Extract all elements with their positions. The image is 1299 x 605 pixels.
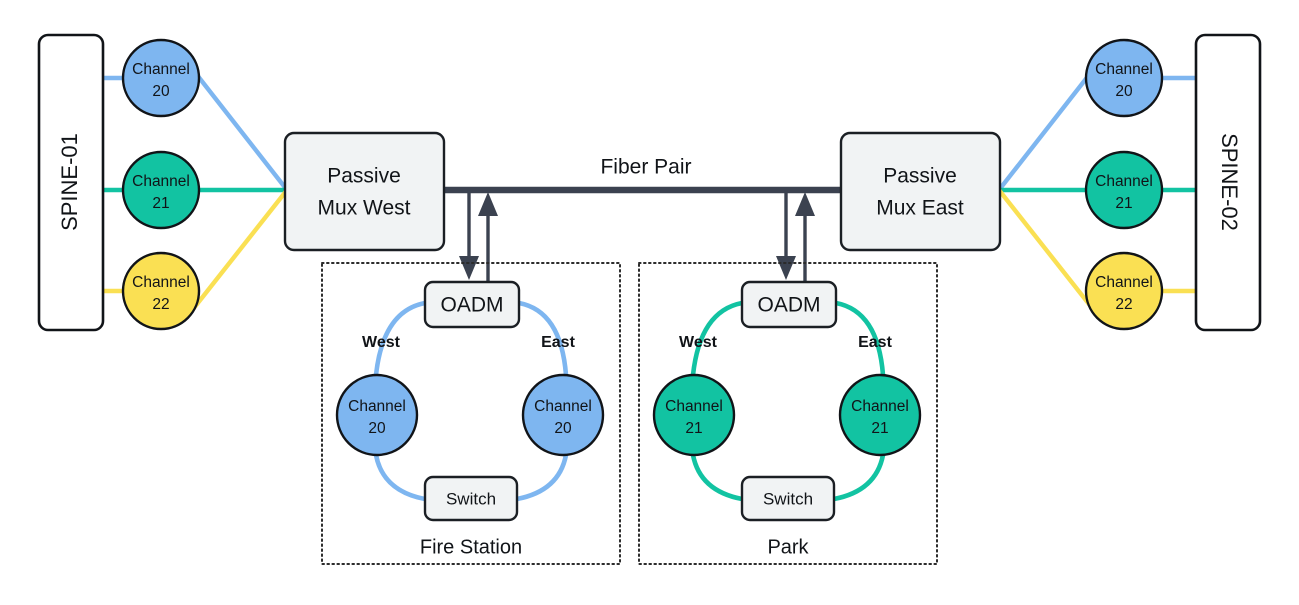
- west-channel-park-name: Channel: [665, 398, 723, 415]
- west-channel-22-circle[interactable]: [121, 251, 201, 331]
- west-mux-links: [188, 64, 289, 315]
- east-channel-20[interactable]: Channel 20: [1084, 38, 1164, 118]
- ring-link-oadm-east-ch-fire-station: [516, 300, 569, 378]
- spine-01-box[interactable]: [37, 33, 105, 332]
- direction-label-east-fire-station: East: [541, 334, 575, 351]
- west-channel-22-number: 22: [152, 296, 169, 313]
- west-channel-fire-station-circle[interactable]: [335, 373, 419, 457]
- west-channel-park-number: 21: [685, 420, 702, 437]
- east-mux-links: [997, 64, 1098, 315]
- passive-mux-west-box[interactable]: [283, 131, 446, 252]
- add-arrowhead-up-park: [795, 192, 815, 216]
- spine-01-label: SPINE-01: [57, 133, 82, 231]
- east-channel-21-name: Channel: [1095, 173, 1153, 190]
- east-channel-fire-station-circle[interactable]: [521, 373, 605, 457]
- switch-park-box[interactable]: [740, 475, 836, 522]
- west-channel-21-number: 21: [152, 195, 169, 212]
- direction-label-east-park: East: [858, 334, 892, 351]
- passive-mux-east-line1: Passive: [883, 165, 957, 188]
- east-channel-21-circle[interactable]: [1084, 150, 1164, 230]
- oadm-fire-station-label: OADM: [441, 294, 504, 317]
- passive-mux-east-box[interactable]: [839, 131, 1002, 252]
- west-channel-21[interactable]: Channel 21: [121, 150, 201, 230]
- drop-arrowhead-down-fire-station: [459, 256, 479, 280]
- spine-02-box[interactable]: [1194, 33, 1262, 332]
- drop-arrowhead-down-park: [776, 256, 796, 280]
- east-channel-20-number: 20: [1115, 83, 1133, 100]
- switch-park[interactable]: Switch: [740, 475, 836, 522]
- fiber-pair-label: Fiber Pair: [600, 156, 691, 179]
- direction-label-west-park: West: [679, 334, 718, 351]
- ring-link-east-ch-switch-fire-station: [514, 452, 569, 502]
- west-channel-fire-station-number: 20: [368, 420, 386, 437]
- west-channel-20-number: 20: [152, 83, 170, 100]
- east-channel-park-circle[interactable]: [838, 373, 922, 457]
- east-channel-22-circle[interactable]: [1084, 251, 1164, 331]
- oadm-fire-station[interactable]: OADM: [423, 280, 521, 329]
- switch-fire-station-box[interactable]: [423, 475, 519, 522]
- west-channel-22[interactable]: Channel 22: [121, 251, 201, 331]
- west-channel-fire-station[interactable]: Channel 20: [335, 373, 419, 457]
- site-park-boundary[interactable]: [638, 262, 938, 565]
- passive-mux-east[interactable]: Passive Mux East: [839, 131, 1002, 252]
- passive-mux-east-line2: Mux East: [876, 197, 964, 220]
- east-channel-park-name: Channel: [851, 398, 909, 415]
- spine-02-label: SPINE-02: [1217, 133, 1242, 231]
- site-fire-station-boundary[interactable]: [321, 262, 621, 565]
- passive-mux-west[interactable]: Passive Mux West: [283, 131, 446, 252]
- east-channel-22-name: Channel: [1095, 274, 1153, 291]
- oadm-fire-station-box[interactable]: [423, 280, 521, 329]
- ring-link-oadm-west-ch-park: [690, 300, 745, 378]
- dropadd-arrows-park: [776, 190, 815, 282]
- ring-link-west-ch-switch-park: [690, 452, 745, 502]
- west-channel-20[interactable]: Channel 20: [121, 38, 201, 118]
- spine-02[interactable]: SPINE-02: [1194, 33, 1262, 332]
- link-muxeast-ch22: [997, 188, 1098, 315]
- east-channel-fire-station[interactable]: Channel 20: [521, 373, 605, 457]
- switch-fire-station[interactable]: Switch: [423, 475, 519, 522]
- passive-mux-west-line2: Mux West: [318, 197, 411, 220]
- west-channel-21-name: Channel: [132, 173, 190, 190]
- oadm-park[interactable]: OADM: [740, 280, 838, 329]
- passive-mux-west-line1: Passive: [327, 165, 401, 188]
- east-channel-21[interactable]: Channel 21: [1084, 150, 1164, 230]
- east-channel-22[interactable]: Channel 22: [1084, 251, 1164, 331]
- direction-label-west-fire-station: West: [362, 334, 401, 351]
- west-channel-park-circle[interactable]: [652, 373, 736, 457]
- spine-01[interactable]: SPINE-01: [37, 33, 105, 332]
- link-muxeast-ch20: [997, 64, 1098, 192]
- site-park[interactable]: OADM West East Channel 21 Channel 21 Swi…: [638, 262, 938, 565]
- oadm-park-label: OADM: [758, 294, 821, 317]
- switch-fire-station-label: Switch: [446, 489, 496, 508]
- link-ch20-muxwest: [188, 64, 289, 192]
- switch-park-label: Switch: [763, 489, 813, 508]
- link-ch22-muxwest: [188, 188, 289, 315]
- ring-link-oadm-east-ch-park: [833, 300, 886, 378]
- site-fire-station-name: Fire Station: [420, 536, 522, 558]
- oadm-park-box[interactable]: [740, 280, 838, 329]
- ring-link-east-ch-switch-park: [831, 452, 886, 502]
- site-park-name: Park: [767, 536, 809, 558]
- east-channel-20-circle[interactable]: [1084, 38, 1164, 118]
- east-channel-22-number: 22: [1115, 296, 1132, 313]
- west-channel-21-circle[interactable]: [121, 150, 201, 230]
- east-channel-21-number: 21: [1115, 195, 1132, 212]
- west-channel-20-circle[interactable]: [121, 38, 201, 118]
- ring-link-west-ch-switch-fire-station: [373, 452, 428, 502]
- west-channel-fire-station-name: Channel: [348, 398, 406, 415]
- dropadd-arrows-fire-station: [459, 190, 498, 282]
- west-channel-20-name: Channel: [132, 61, 190, 78]
- west-channel-22-name: Channel: [132, 274, 190, 291]
- east-channel-fire-station-name: Channel: [534, 398, 592, 415]
- add-arrowhead-up-fire-station: [478, 192, 498, 216]
- ring-link-oadm-west-ch-fire-station: [373, 300, 428, 378]
- east-channel-park[interactable]: Channel 21: [838, 373, 922, 457]
- east-channel-20-name: Channel: [1095, 61, 1153, 78]
- site-fire-station[interactable]: OADM West East Channel 20 Channel 20 Swi…: [321, 262, 621, 565]
- east-channel-park-number: 21: [871, 420, 888, 437]
- west-channel-park[interactable]: Channel 21: [652, 373, 736, 457]
- east-channel-fire-station-number: 20: [554, 420, 572, 437]
